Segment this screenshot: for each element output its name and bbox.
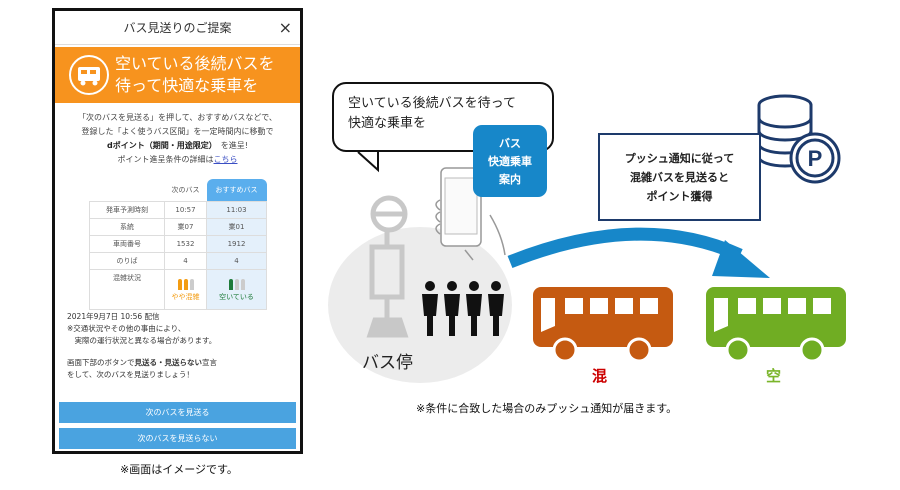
bus-wheel — [552, 337, 578, 363]
app-line: バス — [499, 137, 521, 150]
prompt-part: 宣言 — [202, 358, 217, 367]
banner: 空いている後続バスを待って快適な乗車を — [55, 47, 300, 103]
crowd-cell: 空いている — [206, 268, 267, 310]
person-figure — [183, 278, 188, 290]
details-link[interactable]: こちら — [213, 155, 238, 164]
bus-window — [640, 298, 658, 314]
prompt-part: をして、次のバスを見送りましょう！ — [67, 370, 194, 379]
bus-stop-area — [328, 227, 512, 383]
prompt-part: 画面下部のボタンで — [67, 358, 135, 367]
bus-stop-sign-icon — [366, 195, 409, 338]
phone-screen: バス見送りのご提案 × 空いている後続バスを待って快適な乗車を 「次のバスを見送… — [52, 8, 303, 454]
hand-phone-icon — [435, 167, 506, 261]
cell: 業01 — [206, 217, 267, 236]
person-head — [469, 281, 479, 291]
cell: 4 — [206, 251, 267, 270]
bubble-tail — [357, 150, 379, 173]
bubble-line: 快適な乗車を — [348, 116, 427, 131]
bus-window — [615, 298, 633, 314]
person-body — [466, 294, 482, 336]
crowd-icon — [228, 278, 245, 290]
note-line: ※交通状況やその他の事由により、 — [67, 324, 186, 333]
close-button[interactable]: × — [278, 18, 292, 37]
person-head — [425, 281, 435, 291]
prompt-bold: 見送る・見送らない — [134, 358, 203, 367]
bus-icon — [69, 55, 109, 95]
notification-caption: ※条件に合致した場合のみプッシュ通知が届きます。 — [416, 402, 678, 415]
callout-line: 混雑バスを見送ると — [630, 171, 729, 184]
table-header: 次のバス — [171, 185, 200, 194]
crowded-label: 混 — [592, 367, 608, 385]
intro-line: 登録した「よく使うバス区間」を一定時間内に移動で — [81, 127, 274, 136]
intro-text: 「次のバスを見送る」を押して、おすすめバスなどで、 登録した「よく使うバス区間」… — [61, 111, 294, 167]
app-notification-box: バス 快適乗車 案内 — [473, 125, 547, 197]
person-figure — [177, 278, 182, 290]
dont-skip-next-bus-button[interactable]: 次のバスを見送らない — [59, 428, 296, 449]
person-figure — [228, 278, 233, 290]
bus-window — [565, 298, 583, 314]
screen-caption: ※画面はイメージです。 — [120, 463, 238, 476]
bus-wheel — [626, 337, 652, 363]
coins-p-icon — [757, 94, 841, 184]
note-line: 実際の運行状況と異なる場合があります。 — [67, 336, 217, 345]
bus-door — [714, 298, 728, 332]
intro-line: 「次のバスを見送る」を押して、おすすめバスなどで、 — [78, 113, 277, 122]
person-figure — [189, 278, 194, 290]
bus-wheel — [725, 337, 751, 363]
app-line: 快適乗車 — [488, 155, 532, 168]
table-row: 混雑状況 やや混雑 空いている — [89, 268, 267, 310]
banner-line: 待って快適な乗車を — [115, 76, 259, 95]
coin-letter: P — [808, 146, 823, 171]
person-figure — [240, 278, 245, 290]
empty-label: 空 — [766, 367, 782, 385]
crowd-text: 空いている — [219, 292, 254, 301]
callout-line: プッシュ通知に従って — [624, 152, 735, 165]
bus-wheel — [799, 337, 825, 363]
crowd-cell: やや混雑 — [164, 268, 207, 310]
intro-line: を進呈! — [212, 141, 248, 150]
person-head — [491, 281, 501, 291]
bubble-line: 空いている後続バスを待って — [348, 96, 516, 111]
app-line: 案内 — [499, 173, 521, 186]
person-body — [488, 294, 504, 336]
bus-stop-label: バス停 — [362, 353, 413, 373]
table-header: おすすめバス — [206, 179, 267, 201]
bus-door — [541, 298, 555, 332]
skip-next-bus-button[interactable]: 次のバスを見送る — [59, 402, 296, 423]
delivery-note: 2021年9月7日 10:56 配信 ※交通状況やその他の事由により、 実際の運… — [67, 311, 216, 347]
prompt-text: 画面下部のボタンで見送る・見送らない宣言 をして、次のバスを見送りましょう！ — [67, 357, 217, 381]
empty-bus-icon — [706, 287, 846, 363]
bus-window — [763, 298, 781, 314]
bus-window — [788, 298, 806, 314]
intro-line: ポイント進呈条件の詳細は — [117, 155, 214, 164]
dialog-title: バス見送りのご提案 — [55, 11, 300, 45]
bus-window — [738, 298, 756, 314]
arrow-head-icon — [712, 240, 770, 278]
cell: 1912 — [206, 234, 267, 253]
person-body — [444, 294, 460, 336]
person-head — [447, 281, 457, 291]
points-callout: プッシュ通知に従って混雑バスを見送るとポイント獲得 — [598, 133, 761, 221]
arrow-icon — [507, 227, 743, 269]
bus-window — [590, 298, 608, 314]
person-body — [422, 294, 438, 336]
crowd-icon — [177, 278, 194, 290]
cell: 11:03 — [206, 200, 267, 219]
crowd-text: やや混雑 — [171, 292, 200, 301]
person-figure — [234, 278, 239, 290]
cell: 混雑状況 — [89, 268, 165, 310]
crowded-bus-icon — [533, 287, 673, 363]
callout-line: ポイント獲得 — [646, 190, 713, 203]
dpoint-text: dポイント（期間・用途限定） — [107, 141, 213, 150]
banner-line: 空いている後続バスを — [115, 54, 275, 73]
note-line: 2021年9月7日 10:56 配信 — [67, 312, 160, 321]
bus-window — [813, 298, 831, 314]
people-icon — [422, 281, 504, 336]
